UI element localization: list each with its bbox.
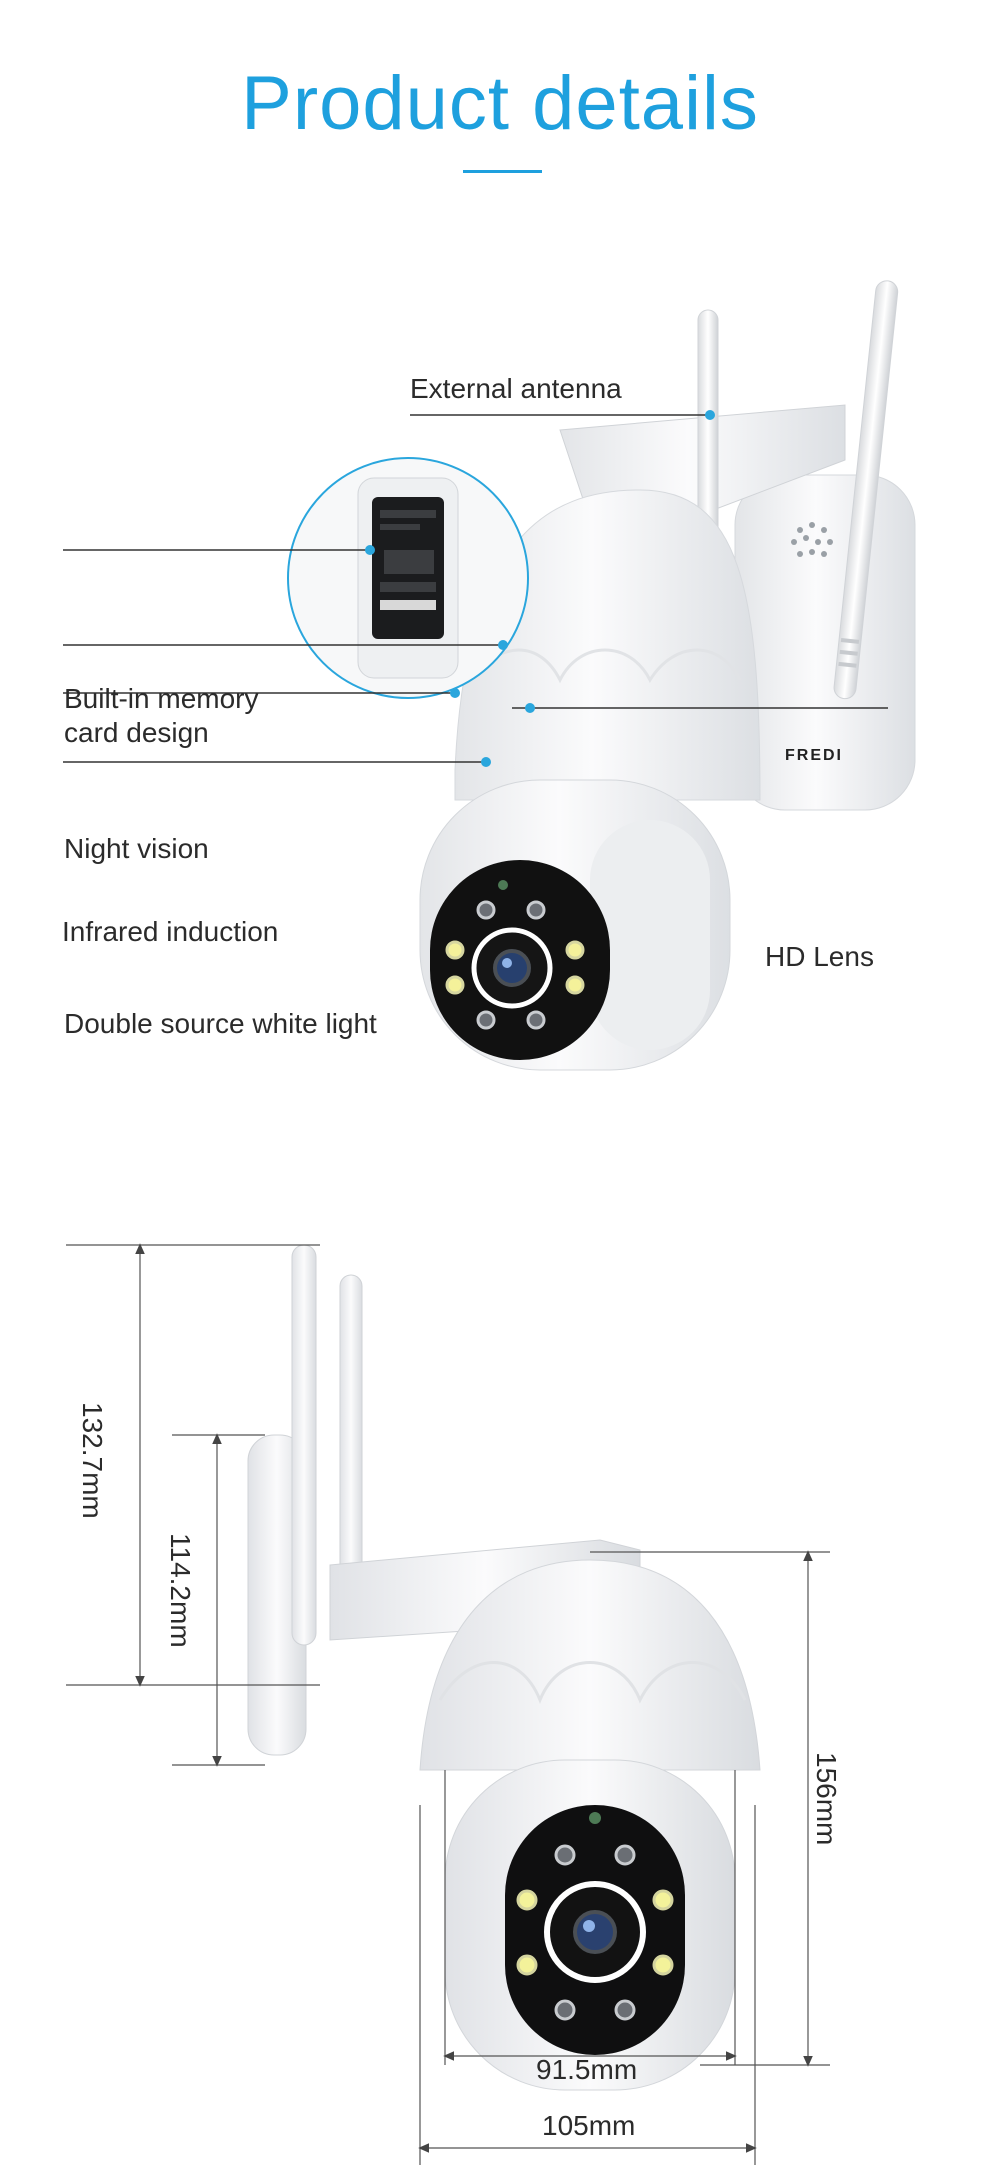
- dimension-width-inner: 91.5mm: [536, 2054, 638, 2085]
- side-camera-dome: [419, 1559, 761, 1771]
- ir-leds: [476, 900, 546, 1030]
- camera-dimension-illustration: [66, 1243, 830, 2165]
- night-vision-sensor: [498, 880, 508, 890]
- label-memory-card-line2: card design: [64, 717, 209, 748]
- label-double-light: Double source white light: [64, 1008, 377, 1039]
- lens-callout-dot: [525, 703, 535, 713]
- dimension-height-camera: 156mm: [811, 1752, 842, 1846]
- side-lens: [573, 1910, 617, 1954]
- brand-logo: FREDI: [785, 747, 843, 764]
- memory-callout-dot: [365, 545, 375, 555]
- white-light-leds: [445, 940, 585, 995]
- page-title: Product details: [241, 61, 759, 146]
- white-light-callout-dot: [481, 757, 491, 767]
- antenna-callout-dot: [705, 410, 715, 420]
- infrared-callout-dot: [450, 688, 460, 698]
- side-antenna-1: [291, 1244, 317, 1646]
- title-underline: [463, 170, 542, 173]
- dimension-height-mount: 114.2mm: [165, 1533, 196, 1648]
- lens: [493, 949, 531, 987]
- label-memory-card: Built-in memory card design: [64, 682, 258, 750]
- night-vision-callout-dot: [498, 640, 508, 650]
- label-hd-lens: HD Lens: [765, 941, 874, 972]
- label-night-vision: Night vision: [64, 833, 209, 864]
- dimension-height-total: 132.7mm: [77, 1402, 108, 1519]
- speaker-grille: [791, 522, 833, 557]
- label-memory-card-line1: Built-in memory: [64, 683, 259, 714]
- label-external-antenna: External antenna: [410, 373, 622, 404]
- dimension-width-outer: 105mm: [542, 2110, 636, 2141]
- label-infrared-induction: Infrared induction: [62, 916, 279, 947]
- camera-front-illustration: FREDI: [63, 280, 916, 1071]
- antenna-right: [833, 280, 899, 700]
